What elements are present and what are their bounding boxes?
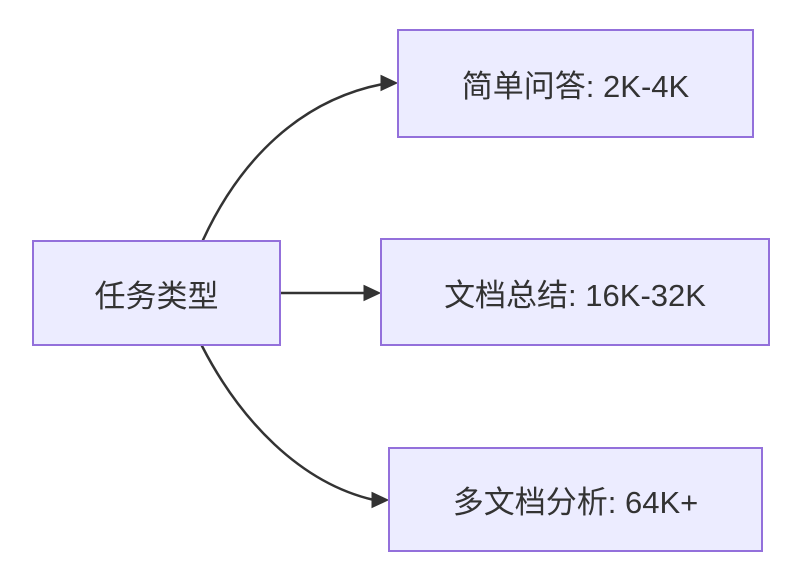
node-doc-summary: 文档总结: 16K-32K [380,238,770,346]
node-multi-doc: 多文档分析: 64K+ [388,447,763,552]
arrowhead-multi-doc [371,491,390,509]
node-doc-summary-label: 文档总结: 16K-32K [444,277,706,313]
arrowhead-simple-qa [380,74,399,92]
edge-root-to-multi-doc [200,344,390,509]
edge-root-to-doc-summary [279,284,382,302]
node-simple-qa-label: 简单问答: 2K-4K [461,69,690,104]
arrowhead-doc-summary [363,284,382,302]
node-task-type-label: 任务类型 [94,278,219,314]
node-simple-qa: 简单问答: 2K-4K [397,29,754,138]
node-task-type: 任务类型 [32,240,281,346]
edge-root-to-simple-qa [201,74,399,242]
node-multi-doc-label: 多文档分析: 64K+ [452,485,699,520]
